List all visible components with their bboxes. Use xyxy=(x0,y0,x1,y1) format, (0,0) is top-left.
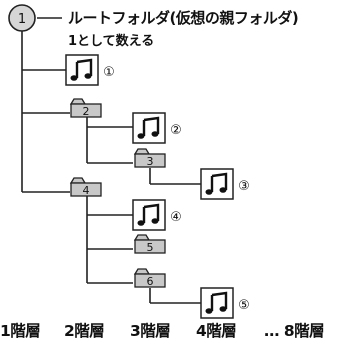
music-file-1: ① xyxy=(65,54,115,86)
folder-4: 4 xyxy=(69,177,102,197)
level-1-label: 1階層 xyxy=(0,322,41,340)
level-8-label: … 8階層 xyxy=(264,322,325,340)
folder-2: 2 xyxy=(69,98,102,118)
root-folder-title: ルートフォルダ(仮想の親フォルダ) xyxy=(68,9,299,27)
folder-3-label: 3 xyxy=(147,155,154,168)
folder-6: 6 xyxy=(133,268,166,288)
music-note-icon xyxy=(205,291,228,314)
music-file-3: ③ xyxy=(200,168,250,200)
music-note-icon xyxy=(205,172,228,195)
folder-5: 5 xyxy=(133,234,166,254)
tree-lines xyxy=(21,17,201,304)
level-4-label: 4階層 xyxy=(196,322,237,340)
root-folder-note: 1として数える xyxy=(68,34,155,49)
music-note-icon xyxy=(137,203,160,226)
music-file-4-label: ④ xyxy=(170,210,182,225)
music-file-5: ⑤ xyxy=(200,287,250,319)
level-3-label: 3階層 xyxy=(130,322,171,340)
music-file-3-label: ③ xyxy=(238,179,250,194)
folder-3: 3 xyxy=(133,148,166,168)
music-file-5-label: ⑤ xyxy=(238,298,250,313)
music-file-4: ④ xyxy=(132,199,182,231)
music-file-2: ② xyxy=(132,112,182,144)
music-file-1-label: ① xyxy=(103,65,115,80)
folder-5-label: 5 xyxy=(147,241,154,254)
level-2-label: 2階層 xyxy=(64,322,105,340)
folder-4-label: 4 xyxy=(83,184,90,197)
root-node: 1 xyxy=(8,4,36,32)
root-index: 1 xyxy=(18,12,26,27)
folder-6-label: 6 xyxy=(147,275,154,288)
music-note-icon xyxy=(137,116,160,139)
music-file-2-label: ② xyxy=(170,123,182,138)
music-note-icon xyxy=(70,58,93,81)
folder-2-label: 2 xyxy=(83,105,90,118)
